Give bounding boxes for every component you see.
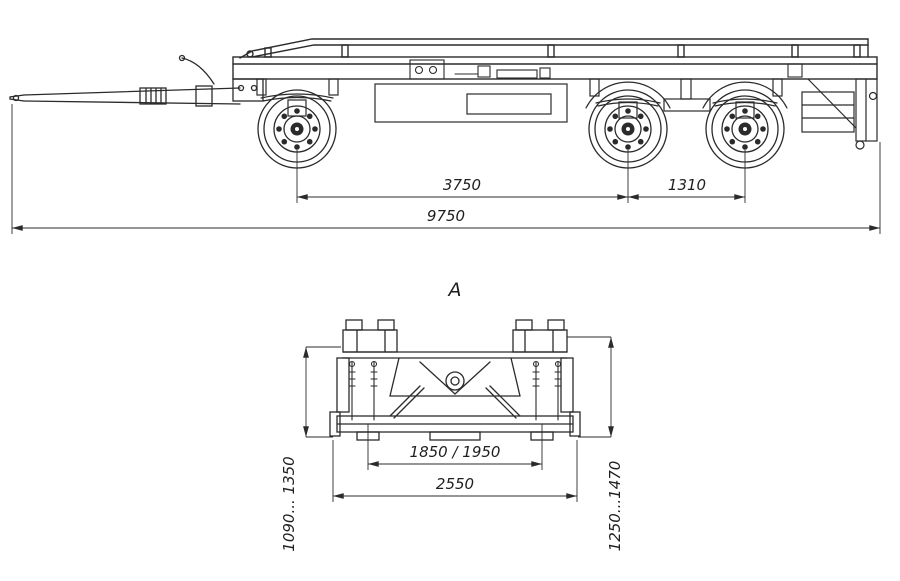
drawbar [9,54,264,107]
rear-view-dimensions: 1850 / 1950 2550 1090... 1350 1250...147… [280,336,624,552]
rear-view-label: A [447,279,462,301]
side-view-drawing [9,38,878,169]
dim-label-wheelbase: 3750 [443,176,481,194]
cross-members [336,351,574,413]
dim-label-overall-length: 9750 [427,207,465,225]
rear-bogie [585,78,788,119]
main-frame [232,56,878,80]
dim-label-track: 1850 / 1950 [410,443,501,461]
side-view-dimensions: 3750 1310 9750 [11,104,881,234]
dim-label-height-left: 1090... 1350 [280,456,298,551]
rear-frame-end [801,78,878,150]
suspension-bolts [348,360,562,421]
side-panel [374,83,568,123]
deck-fittings [409,59,803,80]
dim-label-rear-spacing: 1310 [668,176,706,194]
dim-label-height-right: 1250...1470 [606,461,624,552]
rear-view-drawing: A [329,279,581,441]
top-rail [239,38,869,59]
dim-label-overall-width: 2550 [436,475,474,493]
